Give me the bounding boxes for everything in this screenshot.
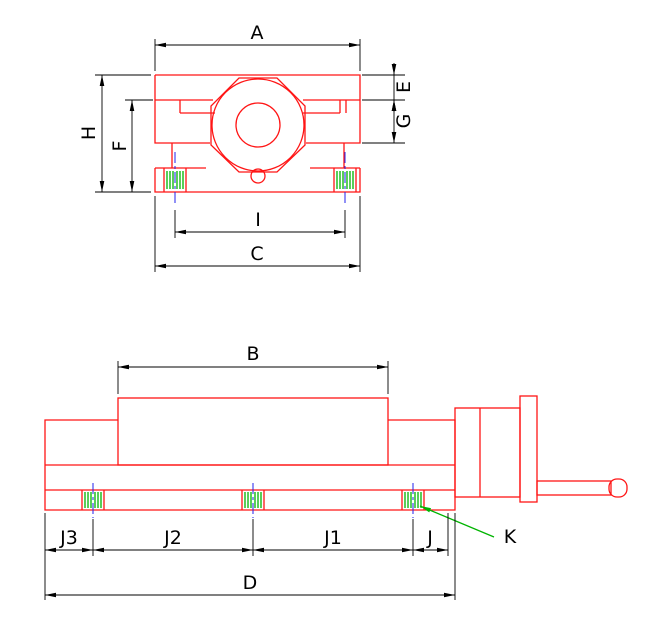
side-slide-block (117, 397, 389, 466)
part-outlines (44, 74, 628, 511)
front-upper-body (154, 74, 361, 144)
label-E: E (393, 81, 415, 93)
side-hole-centerlines (92, 483, 414, 518)
centerlines (92, 152, 414, 518)
label-I: I (255, 209, 261, 231)
label-A: A (251, 22, 264, 44)
dimension-lines (44, 39, 456, 600)
side-hole-hatch-2 (244, 492, 262, 508)
label-F: F (109, 141, 131, 152)
label-B: B (246, 343, 259, 365)
front-outer-bore (211, 78, 305, 172)
side-rod-cap (608, 478, 628, 498)
extension-lines-side (44, 361, 456, 600)
label-G: G (393, 114, 415, 129)
label-H: H (78, 126, 100, 140)
front-slot-hatch-right (336, 171, 354, 189)
label-J3: J3 (59, 527, 78, 549)
front-mid-section (171, 143, 345, 168)
front-slot-centerlines (174, 152, 346, 206)
label-J1: J1 (323, 527, 342, 549)
front-right-step (303, 99, 360, 114)
side-rod (536, 480, 612, 496)
front-left-step (155, 99, 215, 114)
side-view-outline (44, 395, 628, 511)
section-hatching (84, 171, 495, 538)
label-J2: J2 (163, 527, 182, 549)
k-leader-line (419, 505, 495, 538)
label-C: C (250, 243, 263, 265)
extension-lines-front (95, 39, 405, 272)
label-J: J (426, 527, 433, 549)
dimension-labels: A E G H F I C B J3 J2 J1 J K D (59, 22, 517, 594)
side-hole-hatch-1 (84, 492, 102, 508)
front-small-hole (250, 168, 266, 184)
front-slot-hatch-left (166, 171, 184, 189)
label-D: D (243, 572, 258, 594)
side-slot-edges (81, 490, 425, 510)
front-slot-edges (163, 168, 357, 192)
front-view-outline (154, 74, 361, 193)
front-inner-bore (235, 102, 281, 148)
side-hole-hatch-3 (404, 492, 422, 508)
side-end-plate (519, 395, 538, 503)
label-K: K (504, 526, 517, 548)
